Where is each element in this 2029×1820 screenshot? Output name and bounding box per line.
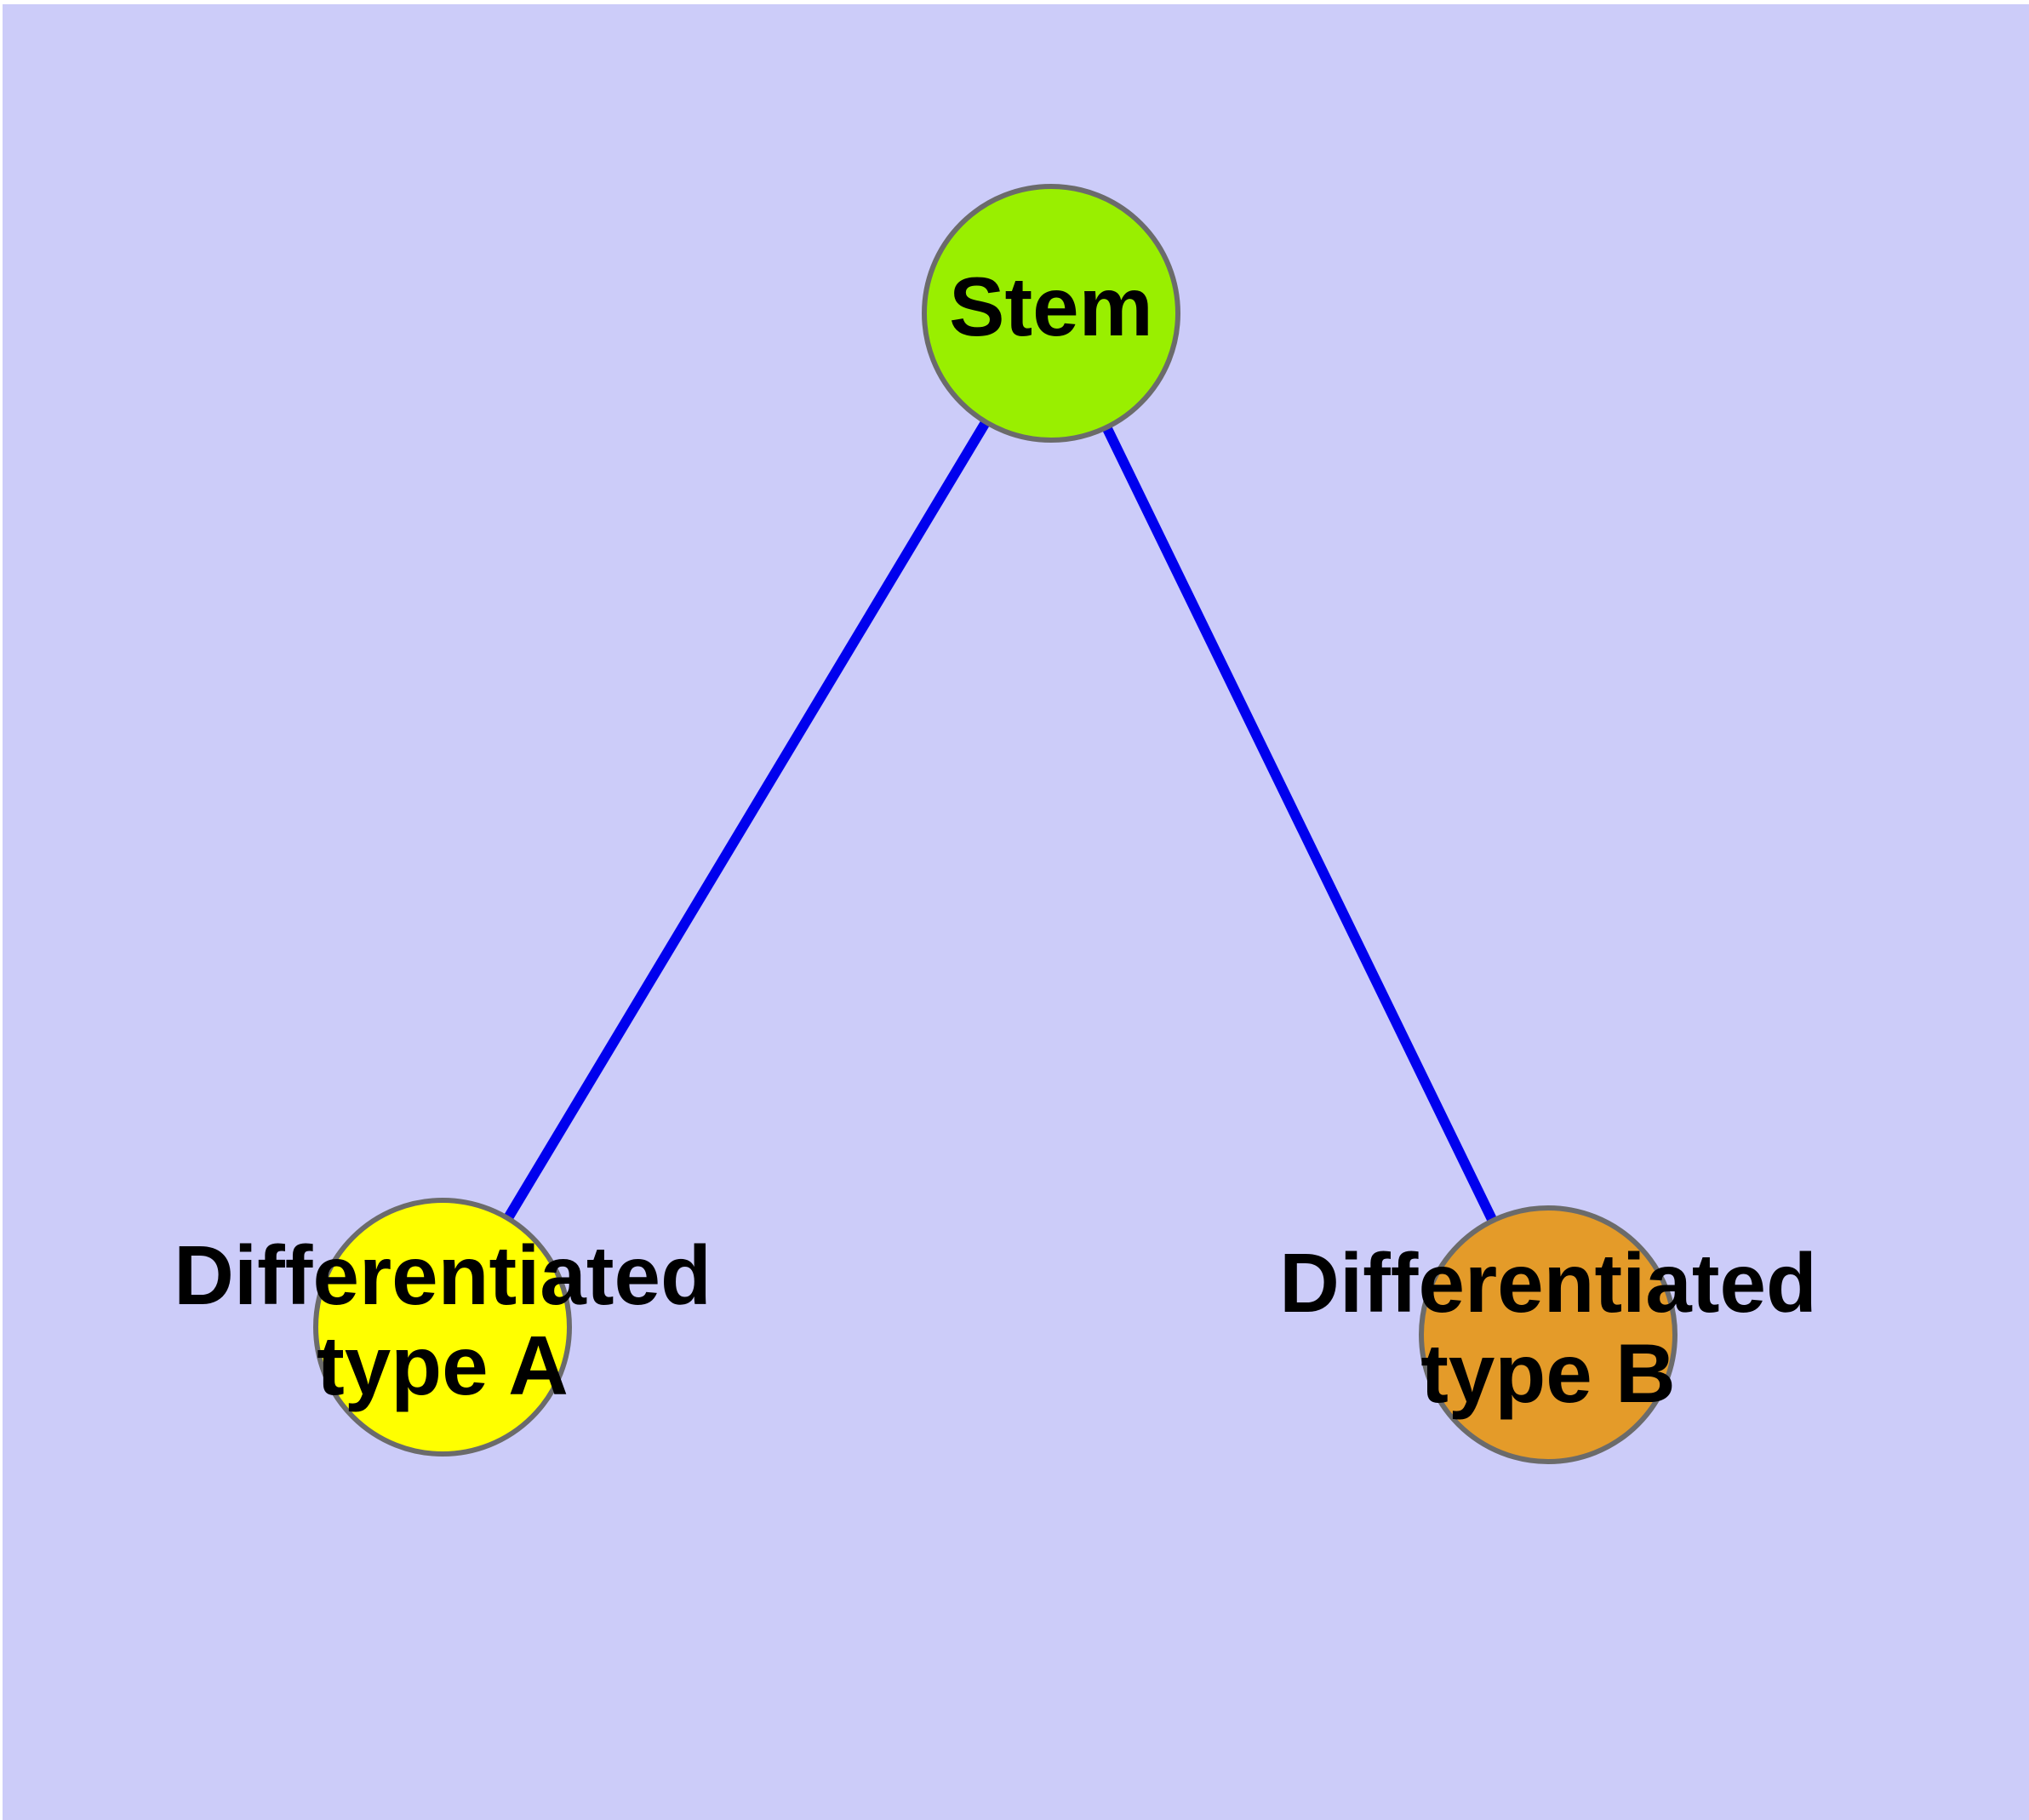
- edges-layer: [504, 421, 1497, 1222]
- graph-node-diff_a[interactable]: [313, 1198, 572, 1457]
- graph-node-label-line: Differentiated: [174, 1228, 712, 1322]
- graph-node-label-line: type B: [1420, 1326, 1676, 1420]
- nodes-layer: [313, 184, 1677, 1464]
- graph-node-label-stem: Stem: [949, 260, 1153, 353]
- graph-node-diff_b[interactable]: [1419, 1205, 1677, 1464]
- graph-node-stem[interactable]: [922, 184, 1180, 443]
- graph-node-label-line: Differentiated: [1279, 1236, 1817, 1330]
- graph-node-label-line: type A: [317, 1319, 569, 1412]
- graph-node-label-line: Stem: [949, 260, 1153, 353]
- graph-edge-stem-to-diff_b[interactable]: [1102, 426, 1497, 1222]
- graph-edge-stem-to-diff_a[interactable]: [504, 421, 990, 1220]
